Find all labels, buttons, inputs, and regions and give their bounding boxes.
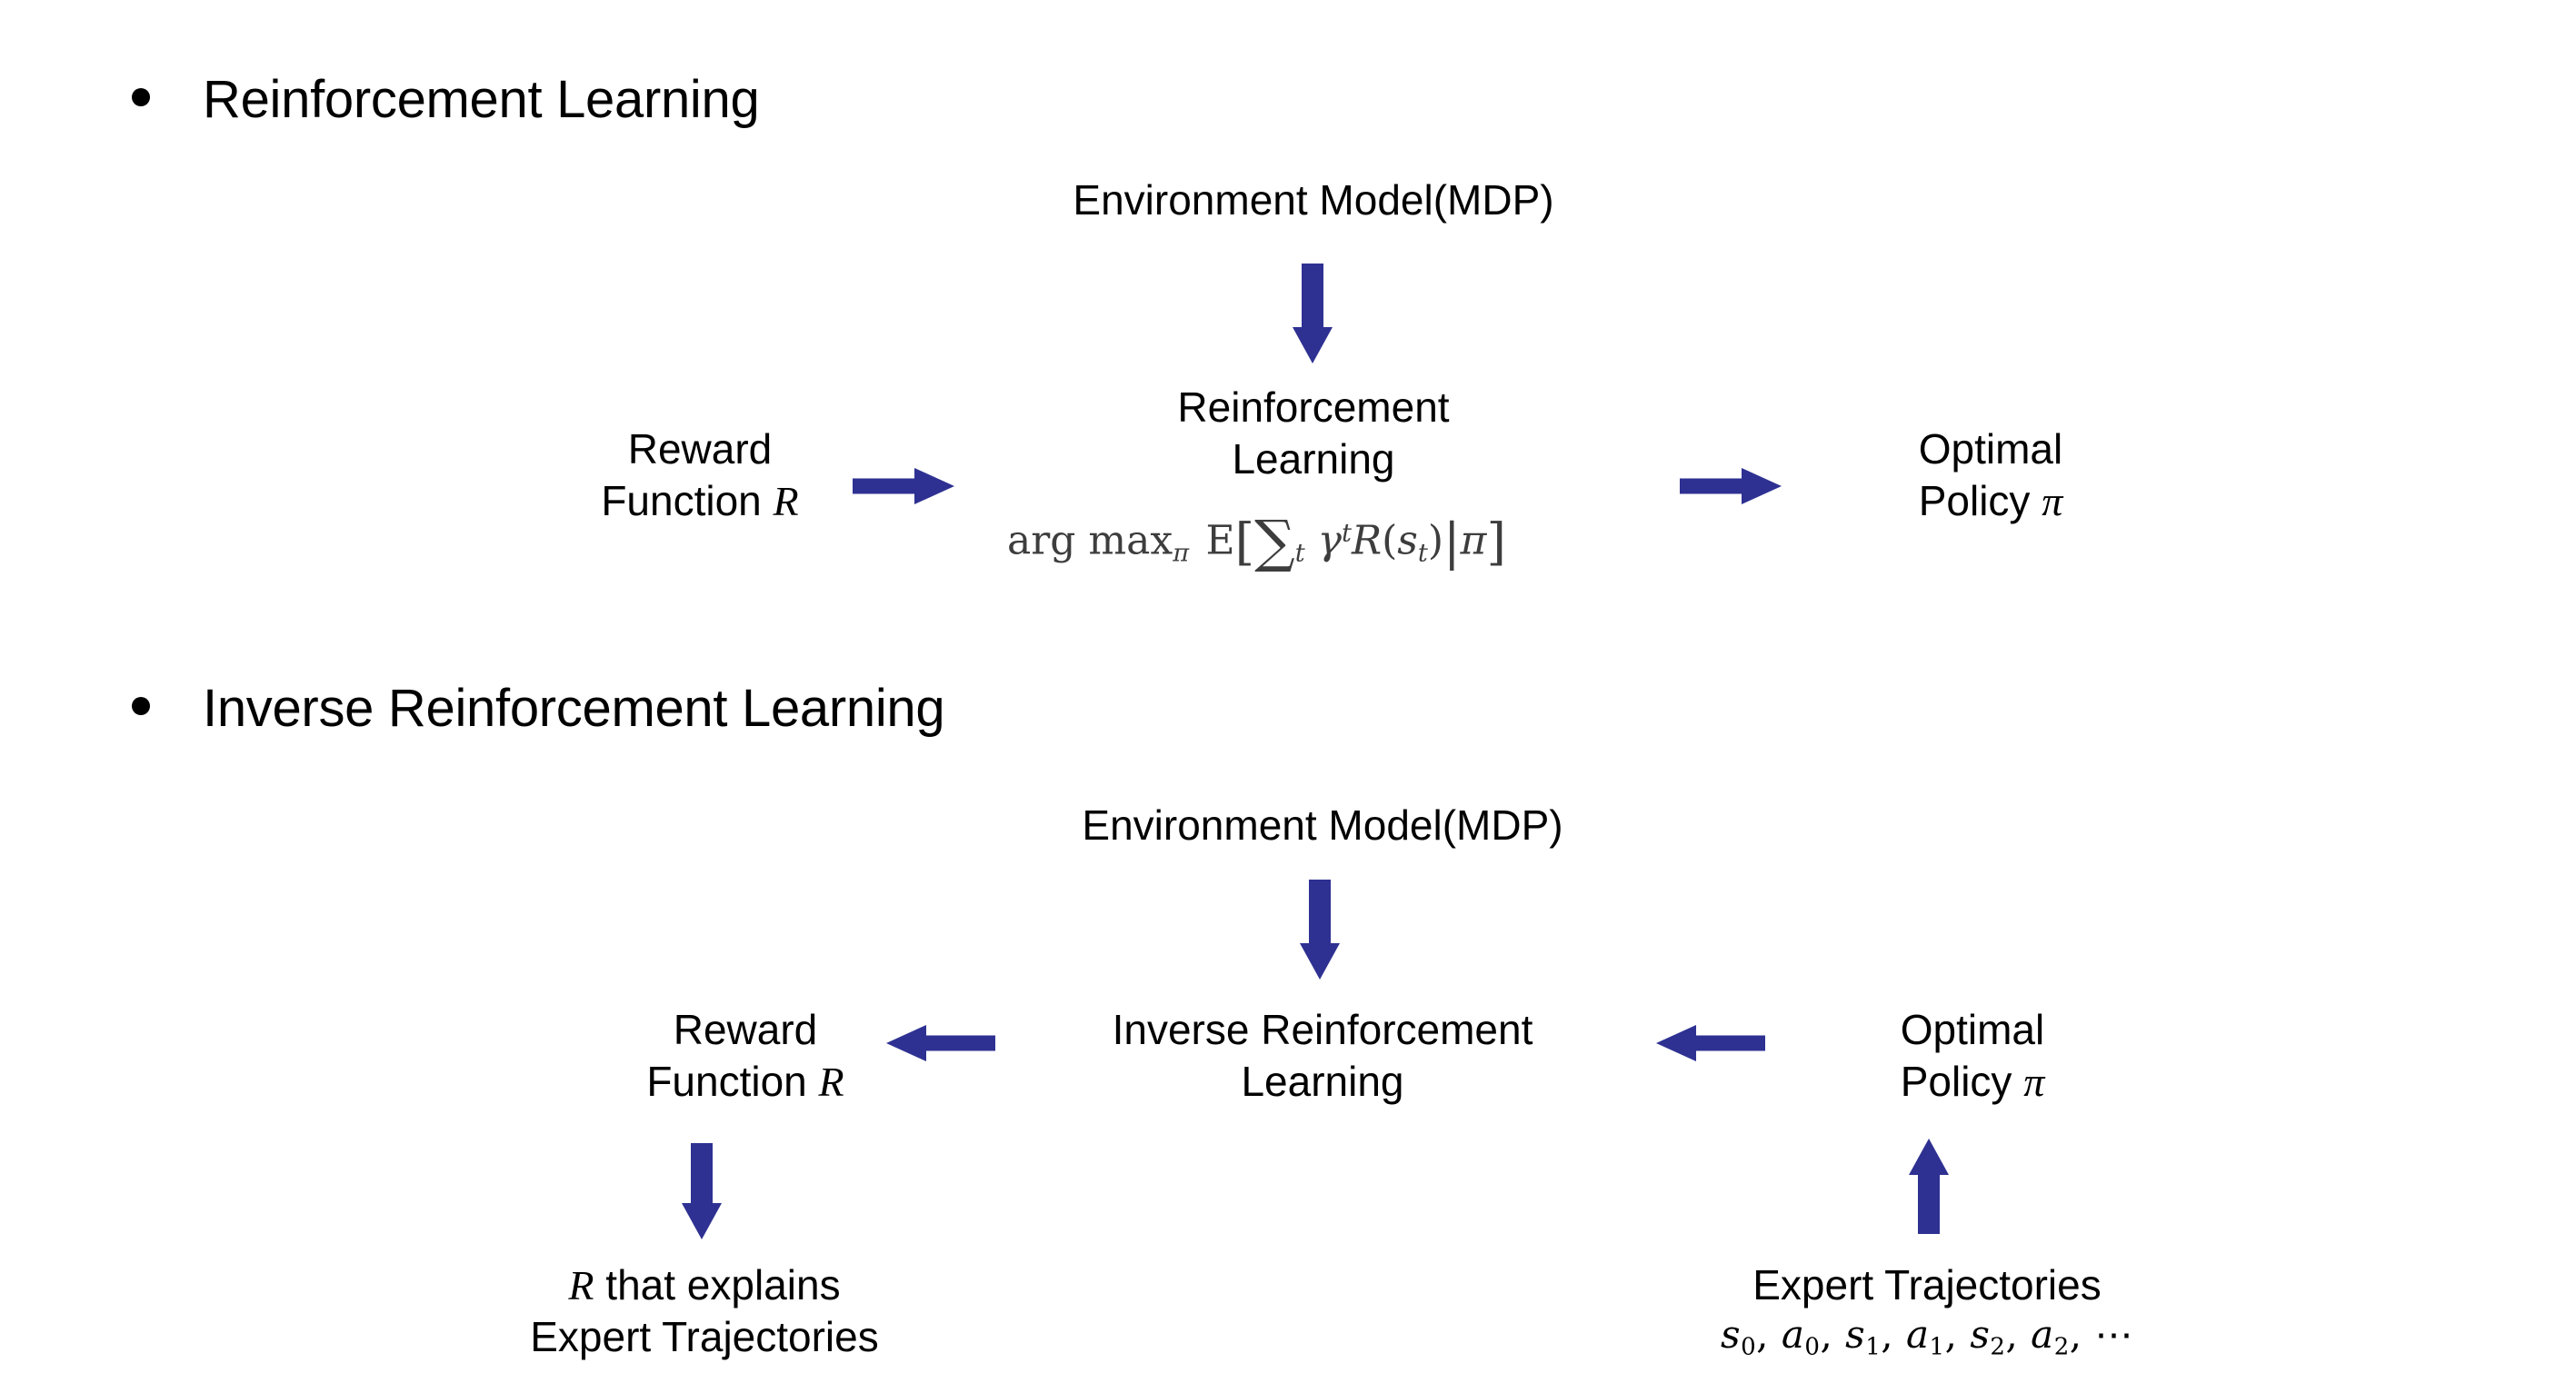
node-expert-trajectories: Expert Trajectories s0, a0, s1, a1, s2, … xyxy=(1672,1259,2182,1362)
reward-function-word: Function xyxy=(601,477,762,525)
arrow-reward-to-rl-icon xyxy=(853,468,954,504)
node-r-explains-expert-trajectories: R that explains Expert Trajectories xyxy=(436,1259,973,1363)
formula-open-paren: ( xyxy=(1382,517,1398,564)
formula-gamma: γ xyxy=(1317,517,1342,564)
explanation-rest: that explains xyxy=(594,1261,841,1308)
seq-s1: s1 xyxy=(1845,1312,1882,1361)
node-environment-model-rl: Environment Model(MDP) xyxy=(1073,176,1554,224)
expert-trajectories-title: Expert Trajectories xyxy=(1752,1261,2102,1308)
node-reward-function-irl: Reward Function R xyxy=(646,1006,844,1106)
policy-symbol-pi: π xyxy=(2042,478,2063,525)
policy-symbol-pi: π xyxy=(2023,1059,2045,1106)
arrow-irl-to-reward-icon xyxy=(886,1025,995,1061)
bullet-dot-icon xyxy=(132,697,150,715)
node-optimal-policy-rl: Optimal Policy π xyxy=(1918,425,2063,525)
formula-conditional-bar: | xyxy=(1443,512,1461,572)
bullet-label-reinforcement-learning: Reinforcement Learning xyxy=(203,70,760,129)
formula-rl-objective: arg maxπ E[∑t γtR(st)|π] xyxy=(1007,512,1506,572)
bullet-label-inverse-reinforcement-learning: Inverse Reinforcement Learning xyxy=(203,679,945,738)
seq-a1: a1 xyxy=(1906,1312,1945,1361)
formula-state-subscript: t xyxy=(1417,539,1428,568)
formula-sum-icon: ∑ xyxy=(1254,508,1295,574)
formula-argmax-subscript: π xyxy=(1173,539,1190,568)
formula-reward-R: R xyxy=(1351,517,1383,564)
arrow-policy-to-irl-icon xyxy=(1656,1025,1765,1061)
bullet-dot-icon xyxy=(132,88,150,106)
reward-symbol-R: R xyxy=(773,478,799,525)
seq-a2: a2 xyxy=(2031,1312,2070,1361)
formula-argmax: arg max xyxy=(1007,517,1173,564)
node-inverse-reinforcement-learning-box: Inverse Reinforcement Learning xyxy=(1112,1006,1533,1106)
formula-open-bracket: [ xyxy=(1234,512,1255,572)
bullet-inverse-reinforcement-learning: Inverse Reinforcement Learning xyxy=(132,679,945,738)
node-reward-function-rl: Reward Function R xyxy=(601,425,799,525)
arrow-reward-to-explanation-icon xyxy=(682,1143,722,1239)
node-optimal-policy-irl: Optimal Policy π xyxy=(1900,1006,2045,1106)
optimal-policy-word: Policy xyxy=(1900,1058,2012,1106)
formula-close-bracket: ] xyxy=(1486,512,1506,572)
formula-gamma-superscript: t xyxy=(1341,519,1352,548)
seq-ellipsis: ⋯ xyxy=(2094,1312,2133,1358)
reward-symbol-R: R xyxy=(818,1059,844,1106)
formula-sum-subscript: t xyxy=(1294,539,1305,568)
expert-trajectory-sequence: s0, a0, s1, a1, s2, a2, ⋯ xyxy=(1721,1312,2133,1361)
node-environment-model-irl: Environment Model(MDP) xyxy=(1082,801,1563,849)
reward-function-word: Function xyxy=(646,1058,807,1106)
arrow-env-to-rl-icon xyxy=(1293,264,1333,363)
formula-expectation: E xyxy=(1205,517,1235,564)
arrow-rl-to-policy-icon xyxy=(1680,468,1782,504)
seq-s0: s0 xyxy=(1721,1312,1757,1361)
seq-s2: s2 xyxy=(1970,1312,2006,1361)
arrow-trajectories-to-policy-icon xyxy=(1909,1139,1949,1234)
formula-close-paren: ) xyxy=(1427,517,1443,564)
optimal-policy-word: Policy xyxy=(1918,477,2031,525)
arrow-env-to-irl-icon xyxy=(1300,880,1340,980)
node-reinforcement-learning-box: Reinforcement Learning xyxy=(1177,383,1450,483)
formula-state-s: s xyxy=(1397,517,1418,564)
explanation-line2: Expert Trajectories xyxy=(530,1313,879,1361)
seq-a0: a0 xyxy=(1781,1312,1821,1361)
formula-policy-pi: π xyxy=(1460,517,1487,564)
bullet-reinforcement-learning: Reinforcement Learning xyxy=(132,70,760,129)
explanation-symbol-R: R xyxy=(568,1262,594,1308)
